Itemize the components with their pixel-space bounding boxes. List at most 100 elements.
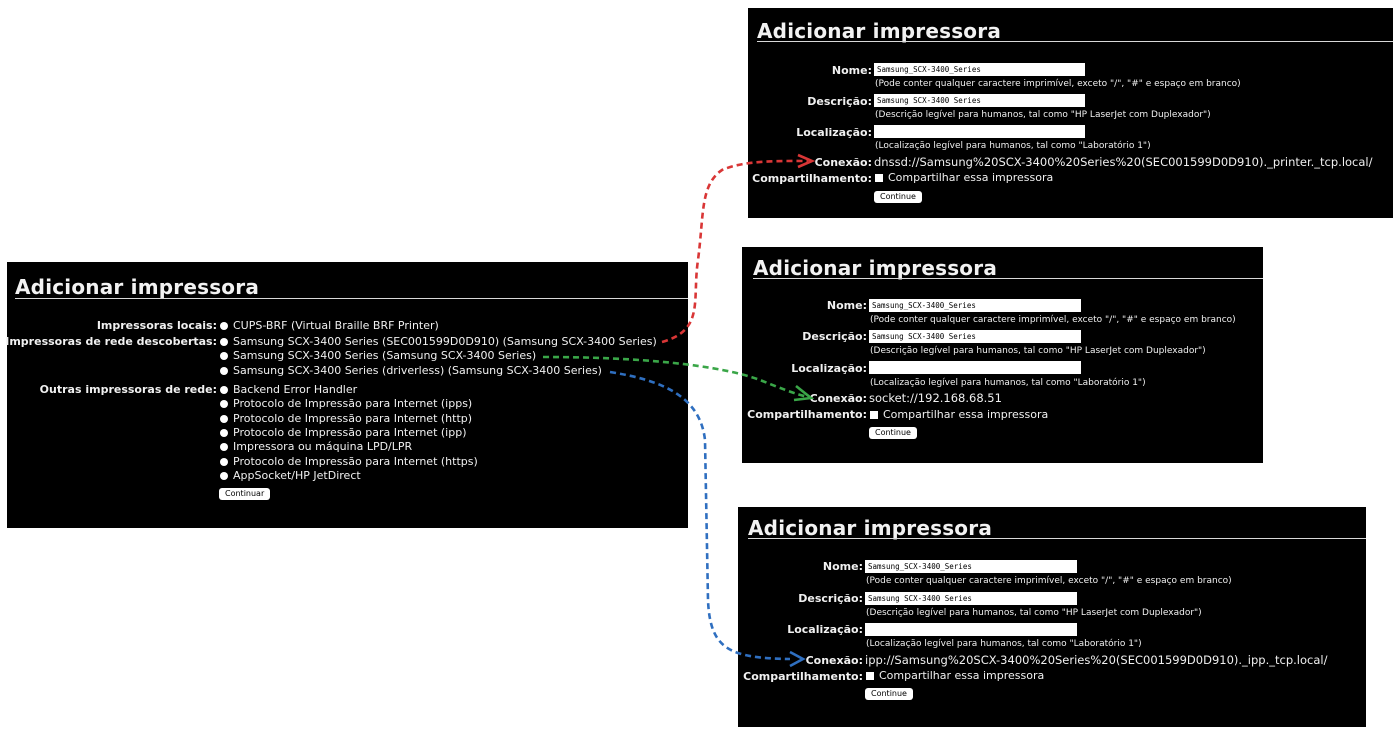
green-dashed-arrow [542, 355, 809, 399]
title-divider [748, 538, 1366, 539]
radio-option-ipps[interactable]: Protocolo de Impressão para Internet (ip… [220, 397, 472, 410]
blue-dashed-arrow [609, 370, 791, 661]
checkbox-label: Compartilhar essa impressora [883, 408, 1049, 421]
page-title: Adicionar impressora [748, 516, 993, 540]
radio-option-lpd[interactable]: Impressora ou máquina LPD/LPR [220, 440, 412, 453]
option-label: Backend Error Handler [233, 383, 358, 396]
connection-uri: socket://192.168.68.51 [869, 391, 1002, 405]
connection-uri: ipp://Samsung%20SCX-3400%20Series%20(SEC… [865, 653, 1328, 667]
checkbox[interactable] [875, 173, 883, 182]
option-label: CUPS-BRF (Virtual Braille BRF Printer) [233, 319, 439, 332]
radio-button[interactable] [220, 414, 228, 423]
continue-button[interactable]: Continue [874, 191, 922, 203]
page-title: Adicionar impressora [753, 256, 998, 280]
red-dashed-arrow [661, 159, 809, 344]
radio-button[interactable] [220, 366, 228, 375]
title-divider [753, 278, 1263, 279]
radio-option-cups-brf[interactable]: CUPS-BRF (Virtual Braille BRF Printer) [220, 319, 439, 332]
connection-label: Conexão: [805, 654, 863, 667]
location-input[interactable] [874, 125, 1085, 138]
location-hint: (Localização legível para humanos, tal c… [870, 378, 1146, 388]
name-hint: (Pode conter qualquer caractere imprimív… [866, 576, 1232, 586]
location-input[interactable] [865, 623, 1077, 636]
checkbox-label: Compartilhar essa impressora [879, 669, 1045, 682]
radio-option-samsung-socket[interactable]: Samsung SCX-3400 Series (Samsung SCX-340… [220, 349, 536, 362]
option-label: Protocolo de Impressão para Internet (ip… [233, 426, 467, 439]
add-printer-form-dnssd: Adicionar impressora Nome: Samsung_SCX-3… [748, 8, 1393, 218]
location-hint: (Localização legível para humanos, tal c… [866, 639, 1142, 649]
description-label: Descrição: [807, 95, 872, 108]
local-printers-label: Impressoras locais: [96, 319, 217, 332]
option-label: Protocolo de Impressão para Internet (ht… [233, 412, 473, 425]
radio-option-ipp[interactable]: Protocolo de Impressão para Internet (ip… [220, 426, 466, 439]
red-arrowhead [797, 153, 816, 169]
connection-uri: dnssd://Samsung%20SCX-3400%20Series%20(S… [874, 155, 1373, 169]
description-hint: (Descrição legível para humanos, tal com… [870, 346, 1206, 356]
name-label: Nome: [822, 560, 863, 573]
radio-option-backend-error-handler[interactable]: Backend Error Handler [220, 383, 357, 396]
radio-button[interactable] [220, 385, 228, 394]
green-arrowhead [793, 384, 815, 402]
checkbox[interactable] [866, 671, 874, 680]
description-hint: (Descrição legível para humanos, tal com… [866, 608, 1202, 618]
description-hint: (Descrição legível para humanos, tal com… [875, 110, 1211, 120]
sharing-label: Compartilhamento: [752, 172, 872, 185]
continue-button[interactable]: Continue [869, 427, 917, 439]
radio-button[interactable] [220, 321, 228, 330]
add-printer-panel-left: Adicionar impressora Impressoras locais:… [5, 262, 688, 528]
add-printer-form-socket: Adicionar impressora Nome: Samsung_SCX-3… [742, 247, 1263, 463]
share-printer-checkbox[interactable]: Compartilhar essa impressora [875, 171, 1053, 184]
description-input[interactable]: Samsung SCX-3400 Series [874, 94, 1085, 107]
name-input[interactable]: Samsung_SCX-3400_Series [874, 63, 1085, 76]
name-label: Nome: [826, 299, 867, 312]
connection-label: Conexão: [814, 156, 872, 169]
radio-button[interactable] [220, 457, 228, 466]
radio-option-samsung-driverless[interactable]: Samsung SCX-3400 Series (driverless) (Sa… [220, 364, 602, 377]
option-label: Protocolo de Impressão para Internet (ht… [233, 455, 478, 468]
sharing-label: Compartilhamento: [743, 670, 863, 683]
radio-option-http[interactable]: Protocolo de Impressão para Internet (ht… [220, 412, 472, 425]
sharing-label: Compartilhamento: [747, 408, 867, 421]
location-label: Localização: [787, 623, 863, 636]
share-printer-checkbox[interactable]: Compartilhar essa impressora [866, 669, 1044, 682]
description-input[interactable]: Samsung SCX-3400 Series [869, 330, 1081, 343]
continue-button[interactable]: Continuar [219, 488, 271, 500]
title-divider [15, 298, 688, 299]
option-label: Impressora ou máquina LPD/LPR [233, 440, 413, 453]
page-title: Adicionar impressora [15, 275, 260, 299]
option-label: AppSocket/HP JetDirect [233, 469, 361, 482]
name-input[interactable]: Samsung_SCX-3400_Series [869, 299, 1081, 312]
description-label: Descrição: [802, 330, 867, 343]
connection-label: Conexão: [809, 392, 867, 405]
location-input[interactable] [869, 361, 1081, 374]
continue-button[interactable]: Continue [865, 688, 913, 700]
page-title: Adicionar impressora [757, 19, 1002, 43]
radio-option-appsocket[interactable]: AppSocket/HP JetDirect [220, 469, 361, 482]
title-divider [757, 41, 1393, 42]
name-input[interactable]: Samsung_SCX-3400_Series [865, 560, 1077, 573]
share-printer-checkbox[interactable]: Compartilhar essa impressora [870, 408, 1048, 421]
network-printers-label: Impressoras de rede descobertas: [5, 335, 217, 348]
radio-button[interactable] [220, 471, 228, 480]
radio-button[interactable] [220, 351, 228, 360]
option-label: Samsung SCX-3400 Series (SEC001599D0D910… [233, 335, 657, 348]
radio-option-https[interactable]: Protocolo de Impressão para Internet (ht… [220, 455, 478, 468]
checkbox[interactable] [870, 410, 878, 419]
checkbox-label: Compartilhar essa impressora [888, 171, 1054, 184]
radio-button[interactable] [220, 442, 228, 451]
location-label: Localização: [791, 362, 867, 375]
name-label: Nome: [831, 64, 872, 77]
blue-arrowhead [789, 650, 806, 668]
location-label: Localização: [796, 126, 872, 139]
option-label: Samsung SCX-3400 Series (Samsung SCX-340… [233, 349, 537, 362]
radio-button[interactable] [220, 399, 228, 408]
description-input[interactable]: Samsung SCX-3400 Series [865, 592, 1077, 605]
radio-button[interactable] [220, 337, 228, 346]
radio-button[interactable] [220, 428, 228, 437]
description-label: Descrição: [798, 592, 863, 605]
option-label: Protocolo de Impressão para Internet (ip… [233, 397, 473, 410]
name-hint: (Pode conter qualquer caractere imprimív… [870, 315, 1236, 325]
location-hint: (Localização legível para humanos, tal c… [875, 141, 1151, 151]
radio-option-samsung-dnssd[interactable]: Samsung SCX-3400 Series (SEC001599D0D910… [220, 335, 657, 348]
